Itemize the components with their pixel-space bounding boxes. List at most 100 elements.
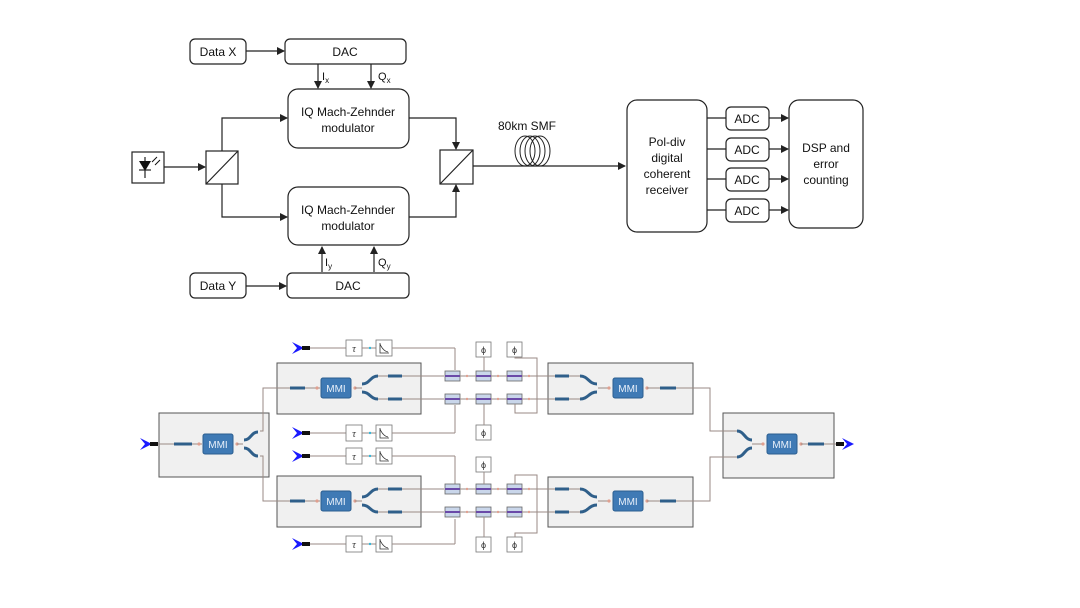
svg-text:ADC: ADC	[734, 204, 760, 218]
lowpass-icon	[379, 343, 389, 354]
port-dot	[527, 510, 531, 514]
receiver-line2: digital	[651, 151, 682, 165]
iq-modulator-x: IQ Mach-Zehnder modulator	[287, 88, 410, 149]
port-dot	[368, 542, 372, 546]
data-x-label: Data X	[200, 45, 237, 59]
data-x-block: Data X	[189, 38, 247, 65]
lowpass-icon	[379, 451, 389, 462]
optical-input-arrow-icon	[292, 342, 310, 354]
pbs-combiner-icon	[439, 149, 474, 185]
phi-icon: ϕ	[481, 428, 486, 438]
dac-y-block: DAC	[286, 272, 410, 299]
dsp-line3: counting	[803, 173, 848, 187]
mmi-body	[766, 433, 798, 455]
filter-block	[375, 424, 393, 442]
port-dot	[527, 374, 531, 378]
qy-label: Qy	[378, 257, 391, 271]
iq-modulator-y: IQ Mach-Zehnder modulator	[287, 186, 410, 246]
port-dot	[761, 442, 765, 446]
arrow-tail	[302, 346, 310, 350]
arrow-tail	[302, 454, 310, 458]
dac-x-block: DAC	[284, 38, 407, 65]
port-dot	[496, 397, 500, 401]
arrow-tail	[302, 542, 310, 546]
dac-x-label: DAC	[332, 45, 358, 59]
lowpass-icon	[379, 428, 389, 439]
adc-2: ADC	[707, 137, 789, 162]
port-dot	[368, 454, 372, 458]
path-pbs-modx	[221, 114, 288, 151]
mmi-body	[202, 433, 234, 455]
mmi-body	[612, 377, 644, 399]
ix-label: Ix	[322, 71, 329, 85]
port-dot	[465, 487, 469, 491]
port-dot	[496, 487, 500, 491]
phi-icon: ϕ	[481, 540, 486, 550]
mmi-label: MMI	[772, 440, 791, 451]
data-y-block: Data Y	[189, 272, 247, 299]
arrow-tail	[836, 442, 844, 446]
arrow-head	[842, 438, 854, 450]
arrow-head	[292, 427, 304, 439]
mmi-body	[320, 377, 352, 399]
mmi-label: MMI	[326, 497, 345, 508]
optical-input-arrow-icon	[292, 427, 310, 439]
data-y-label: Data Y	[200, 279, 236, 293]
port-dot	[197, 442, 201, 446]
s-bend	[579, 390, 598, 401]
s-bend	[579, 374, 598, 386]
mmi-label: MMI	[618, 497, 637, 508]
mmi-label: MMI	[618, 384, 637, 395]
optical-input-arrow-icon	[292, 450, 310, 462]
waveguide	[693, 456, 737, 502]
adc-1: ADC	[707, 106, 789, 131]
coherent-receiver-block: Pol-div digital coherent receiver	[626, 99, 708, 233]
waveguide	[693, 387, 737, 432]
arrow-head	[292, 450, 304, 462]
optical-input-arrow-icon	[292, 538, 310, 550]
lowpass-icon	[379, 539, 389, 550]
svg-text:ADC: ADC	[734, 143, 760, 157]
dsp-line1: DSP and	[802, 141, 850, 155]
receiver-line4: receiver	[646, 183, 689, 197]
mmi-body	[320, 490, 352, 512]
s-bend	[361, 487, 379, 499]
modulator-x-line2: modulator	[321, 121, 374, 135]
s-bend	[736, 429, 753, 442]
port-dot	[368, 346, 372, 350]
tau-icon: τ	[352, 540, 356, 551]
filter-block	[375, 447, 393, 465]
path-mody-pbc	[409, 184, 460, 218]
mmi-block: MMI	[315, 490, 357, 512]
filter-block	[375, 535, 393, 553]
path-modx-pbc	[409, 117, 460, 150]
s-bend	[243, 446, 259, 458]
s-bend	[579, 503, 598, 514]
dac-y-label: DAC	[335, 279, 361, 293]
path-pbs-mody	[221, 184, 288, 221]
port-dot	[465, 397, 469, 401]
dsp-line2: error	[813, 157, 838, 171]
mmi-block: MMI	[761, 433, 803, 455]
phi-icon: ϕ	[512, 540, 517, 550]
port-dot	[496, 510, 500, 514]
dsp-block: DSP and error counting	[788, 99, 864, 229]
phi-icon: ϕ	[481, 460, 486, 470]
adc-3: ADC	[707, 167, 789, 192]
phi-icon: ϕ	[512, 345, 517, 355]
port-dot	[465, 374, 469, 378]
port-dot	[607, 499, 611, 503]
port-dot	[496, 374, 500, 378]
receiver-line3: coherent	[644, 167, 691, 181]
port-dot	[368, 431, 372, 435]
waveguide	[260, 387, 290, 432]
mmi-block: MMI	[197, 433, 239, 455]
filter-block	[375, 339, 393, 357]
receiver-line1: Pol-div	[649, 135, 686, 149]
s-bend	[579, 487, 598, 499]
s-bend	[361, 390, 379, 401]
adc-4: ADC	[707, 198, 789, 223]
svg-text:ADC: ADC	[734, 112, 760, 126]
